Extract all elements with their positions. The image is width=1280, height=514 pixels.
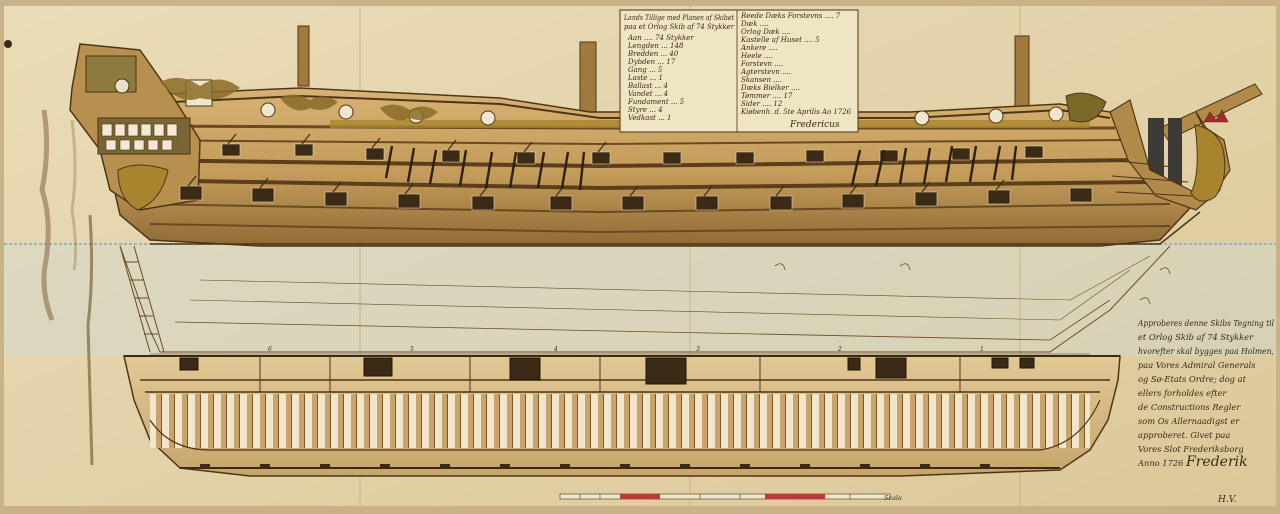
table-line: Ankere .... xyxy=(740,44,778,52)
table-line: Agterstevn .... xyxy=(740,68,791,76)
table-title: paa et Orlog Skib af 74 Stykker xyxy=(624,22,734,31)
gilded-carvings xyxy=(160,77,438,121)
underwater-waterline xyxy=(174,299,1111,341)
rudder-gudgeons xyxy=(119,245,165,353)
table-line: Skansen .... xyxy=(741,76,782,84)
wale xyxy=(129,158,1141,169)
table-line: Laste ... 1 xyxy=(627,74,663,82)
table-line: Vandet ... 4 xyxy=(628,90,668,98)
station-numbers: 1 2 3 4 5 6 xyxy=(150,346,1090,355)
section-hatches xyxy=(179,357,1035,385)
table-line: Dæks Bielker .... xyxy=(740,84,800,92)
inscription-line: Anno 1726 xyxy=(1137,458,1183,468)
underwater-waterline xyxy=(189,269,1131,321)
main-mast xyxy=(579,41,597,115)
inscription-line: Approberes denne Skibs Tegning til xyxy=(1137,318,1274,328)
table-line: Orlog Dæk .... xyxy=(741,28,791,36)
table-line: Bredden ... 40 xyxy=(627,50,679,58)
corner-mark: H.V. xyxy=(1217,495,1237,505)
ink-stain xyxy=(39,109,55,321)
stem-keel-line xyxy=(150,211,1201,245)
stem-marks xyxy=(774,263,1171,305)
ink-stain xyxy=(70,119,78,271)
stern-castle xyxy=(69,43,213,211)
keel-blocks xyxy=(200,464,990,468)
frames xyxy=(150,394,1090,448)
inscription-line: de Constructions Regler xyxy=(1138,402,1241,412)
table-line: Reede Dæks Forstevns .... 7 xyxy=(740,12,841,20)
bowsprit xyxy=(1159,83,1263,141)
station-label: 1 xyxy=(980,346,984,353)
inscription-line: Vores Slot Frederiksborg xyxy=(1138,444,1244,454)
table-line: Fundament ... 5 xyxy=(627,98,685,106)
table-signature: Fredericus xyxy=(789,120,840,130)
fore-mast xyxy=(1014,35,1030,109)
pin-hole xyxy=(4,40,12,48)
inscription-line: som Os Allernaadigst er xyxy=(1138,416,1240,426)
royal-signature: Frederik xyxy=(1185,454,1248,470)
table-line: Dæk .... xyxy=(740,20,769,28)
red-mark xyxy=(620,494,660,499)
table-line: Kastelle af Huset .... 5 xyxy=(740,36,820,44)
table-line: Lengden ... 148 xyxy=(627,42,684,50)
red-mark xyxy=(765,494,825,499)
dimension-table: Lands Tillige med Planen af Skibet paa e… xyxy=(619,9,859,133)
stanchions xyxy=(259,356,961,392)
scale-label: Scala xyxy=(884,494,902,502)
ceiling-curve xyxy=(149,399,1101,451)
keel-scale xyxy=(559,493,891,500)
table-line: Sider .... 12 xyxy=(741,100,783,108)
inscription-line: og Sø-Etats Ordre; dog at xyxy=(1138,374,1247,384)
underwater-waterline xyxy=(199,255,1151,301)
wale xyxy=(134,178,1156,191)
table-line: Aan .... 74 Stykker xyxy=(627,34,694,42)
chain-plates xyxy=(384,145,1018,191)
wale xyxy=(139,203,1171,214)
wale xyxy=(124,139,1126,146)
royal-inscription: Approberes denne Skibs Tegning til et Or… xyxy=(1137,318,1274,470)
scale-ticks xyxy=(579,494,851,499)
station-label: 4 xyxy=(553,346,558,353)
table-title: Lands Tillige med Planen af Skibet xyxy=(623,13,735,22)
gun-ports-lower xyxy=(179,185,1093,211)
mizzen-mast xyxy=(297,25,310,87)
inscription-line: hvorefter skal bygges paa Holmen, xyxy=(1138,346,1274,356)
table-line: Gang ... 5 xyxy=(628,66,663,74)
station-label: 6 xyxy=(268,346,272,353)
gun-ports-upper xyxy=(221,143,1044,165)
table-line: Styre ... 4 xyxy=(628,106,663,114)
table-line: Heele .... xyxy=(740,52,773,60)
station-label: 5 xyxy=(410,346,414,353)
table-line: Dybden ... 17 xyxy=(627,58,676,66)
table-line: Ballast ... 4 xyxy=(627,82,668,90)
bow-head xyxy=(1065,92,1231,211)
table-line: Forstevn .... xyxy=(740,60,783,68)
ink-stain xyxy=(86,214,94,466)
inscription-line: paa Vores Admiral Generals xyxy=(1138,360,1255,370)
port-lids xyxy=(187,133,1005,197)
table-date: Kiøbenh. d. 5te Aprilis Ao 1726 xyxy=(740,108,852,116)
station-label: 2 xyxy=(837,346,842,353)
wale xyxy=(149,223,1171,234)
table-line: Tømmer .... 17 xyxy=(741,92,793,100)
table-line: Vedkast ... 1 xyxy=(628,114,671,122)
station-label: 3 xyxy=(696,346,700,353)
inscription-line: ellers forholdes efter xyxy=(1138,388,1227,398)
inscription-line: et Orlog Skib af 74 Stykker xyxy=(1138,332,1254,342)
inscription-line: approberet. Givet paa xyxy=(1138,430,1230,440)
